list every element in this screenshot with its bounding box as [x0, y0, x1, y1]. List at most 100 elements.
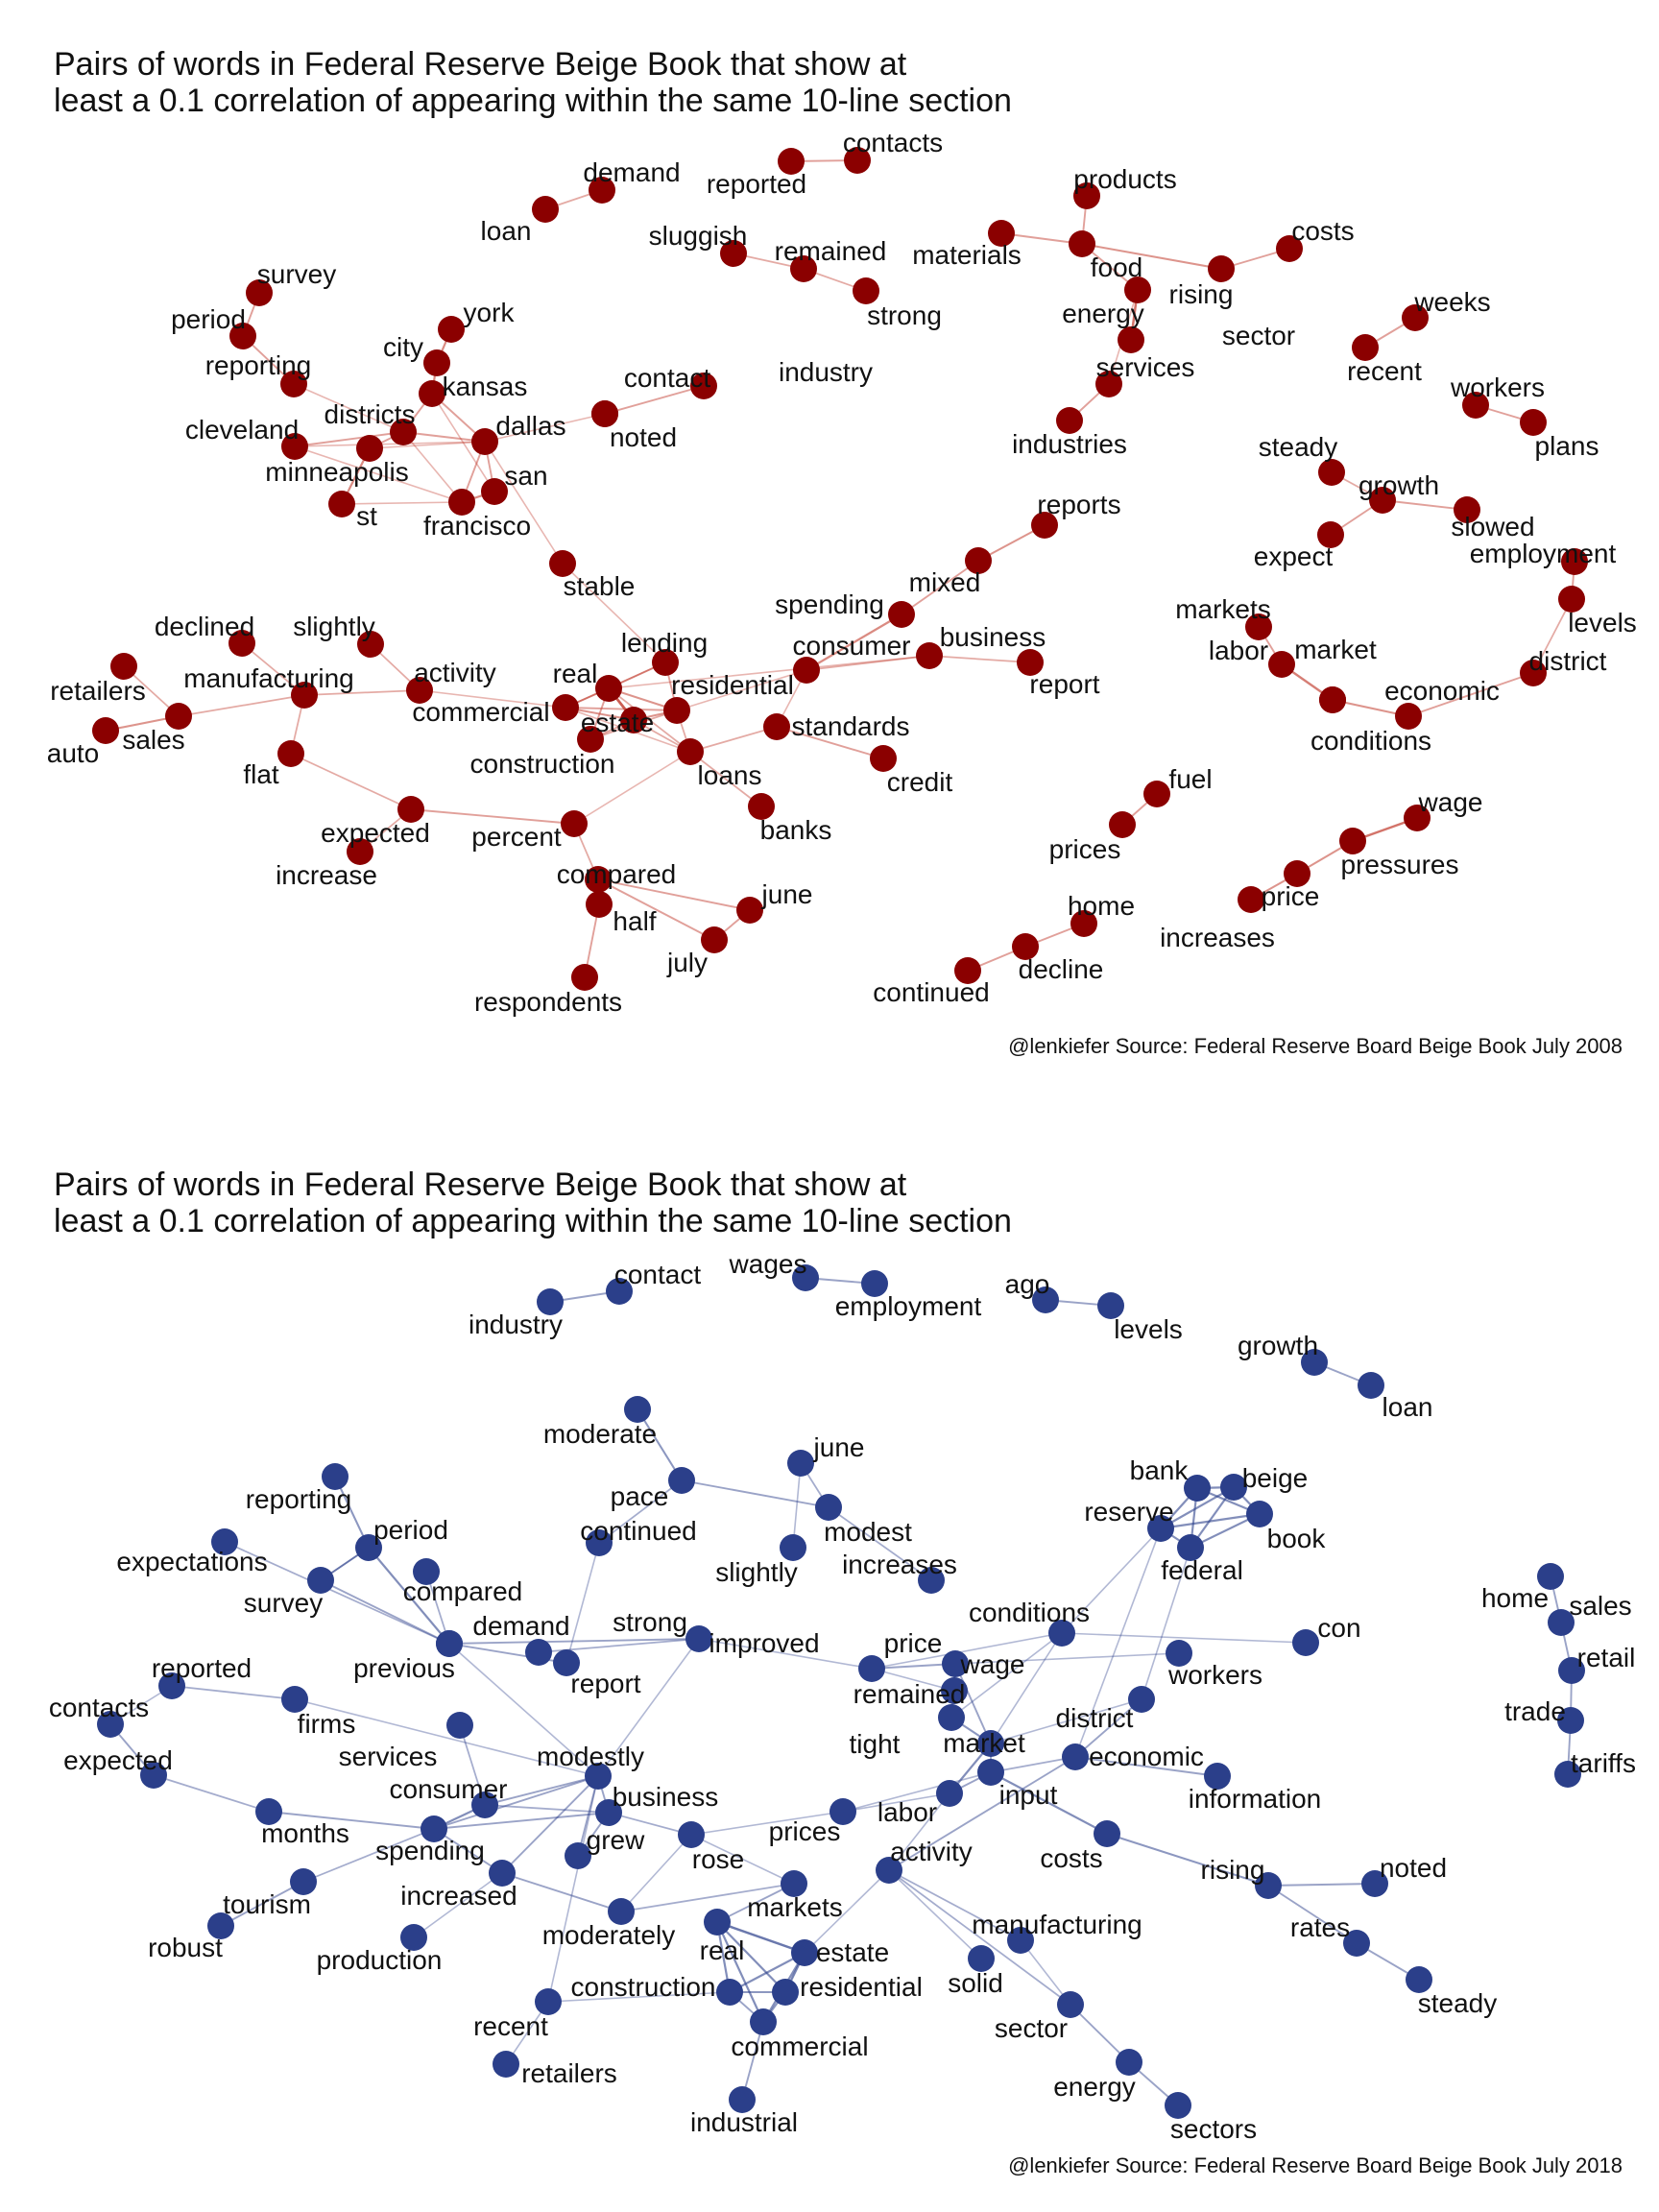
node-label-input: input — [999, 1780, 1058, 1810]
node-label-activity: activity — [890, 1837, 973, 1866]
node-label-remained: remained — [854, 1679, 966, 1709]
node-real — [704, 1909, 731, 1936]
node-tariffs — [1554, 1761, 1581, 1788]
node-label-increase: increase — [276, 860, 377, 890]
node-label-survey: survey — [244, 1588, 323, 1618]
edge-firms-modestly — [294, 1698, 599, 1777]
node-home — [1537, 1563, 1564, 1590]
node-plans — [1520, 409, 1547, 436]
node-label-conditions: conditions — [969, 1598, 1090, 1627]
node-strong — [525, 1639, 552, 1666]
edge-market-district — [990, 1698, 1142, 1744]
edge-activity-solid — [888, 1869, 982, 1960]
edge-dallas-minneapolis — [369, 441, 486, 449]
node-label-bank: bank — [1130, 1455, 1190, 1485]
node-label-demand: demand — [583, 157, 680, 187]
node-label-spending: spending — [775, 589, 884, 619]
node-label-increases: increases — [1160, 923, 1275, 952]
edge-modestly-recent — [547, 1775, 599, 2003]
node-label-reported: reported — [707, 169, 806, 199]
node-levels — [1097, 1292, 1124, 1319]
node-ago — [1032, 1286, 1059, 1313]
node-production — [400, 1924, 427, 1951]
node-label-francisco: francisco — [423, 511, 531, 541]
edge-districts-cleveland — [294, 431, 404, 447]
node-products — [1073, 182, 1100, 209]
node-label-decline: decline — [1019, 954, 1104, 984]
node-pressures — [1339, 828, 1366, 854]
edge-activity-commercial — [419, 689, 566, 709]
node-workers — [1166, 1640, 1192, 1667]
node-label-rates: rates — [1290, 1912, 1350, 1942]
node-layer — [97, 1264, 1585, 2119]
node-label-home: home — [1068, 891, 1135, 921]
node-tourism — [290, 1868, 317, 1895]
edge-economic-activity — [888, 1756, 1076, 1871]
node-activity — [876, 1857, 902, 1884]
edge-price-remained — [871, 1668, 955, 1692]
edge-rising-noted — [1267, 1883, 1376, 1887]
edge-pace-modest — [681, 1479, 830, 1508]
node-label-banks: banks — [760, 815, 832, 845]
node-june — [736, 897, 763, 924]
node-label-reporting: reporting — [205, 350, 312, 380]
node-estate — [791, 1939, 818, 1966]
edge-increased-production — [413, 1872, 503, 1938]
edge-reported-firms — [171, 1685, 296, 1700]
node-label-economic: economic — [1089, 1742, 1204, 1771]
node-food — [1069, 230, 1095, 257]
edge-costs-rising — [1106, 1833, 1269, 1887]
node-label-costs: costs — [1040, 1843, 1102, 1873]
node-label-construction: construction — [470, 749, 615, 779]
edge-markets-real — [716, 1883, 795, 1923]
node-label-residential: residential — [671, 670, 794, 700]
edge-districts-francisco — [402, 431, 463, 503]
node-label-industry: industry — [469, 1310, 563, 1339]
node-label-information: information — [1189, 1784, 1322, 1814]
node-stable — [549, 550, 576, 577]
node-label-loan: loan — [1382, 1392, 1433, 1422]
node-workers — [1462, 392, 1489, 419]
node-label-improved: improved — [709, 1628, 819, 1658]
edge-stable-lending — [562, 563, 666, 663]
edge-input-costs — [990, 1771, 1108, 1835]
node-standards — [763, 713, 790, 740]
node-label-half: half — [613, 906, 656, 936]
node-loans — [677, 738, 704, 765]
node-label-workers: workers — [1450, 373, 1545, 402]
node-construction — [577, 726, 604, 753]
edge-manufacturing-sector — [1020, 1939, 1071, 2006]
node-label-estate: estate — [816, 1937, 889, 1967]
node-label-slightly: slightly — [715, 1557, 798, 1587]
node-june — [787, 1450, 814, 1477]
edge-estate-construction — [729, 1952, 805, 1993]
edge-modestly-grew — [577, 1775, 599, 1857]
edge-activity-manufacturing — [888, 1869, 1022, 1941]
node-label-noted: noted — [610, 422, 677, 452]
node-label-production: production — [317, 1945, 443, 1975]
node-employment — [861, 1270, 888, 1297]
edge-loans-standards — [689, 726, 778, 753]
edge-rose-markets — [690, 1834, 795, 1885]
edge-wage-market — [954, 1663, 992, 1744]
node-survey — [307, 1567, 334, 1594]
node-market — [977, 1730, 1004, 1757]
edge-dallas-contact — [484, 413, 606, 443]
edge-survey-demand — [320, 1579, 450, 1645]
node-label-remained: remained — [775, 236, 887, 266]
node-industry — [537, 1288, 564, 1315]
node-label-prices: prices — [769, 1816, 841, 1846]
node-label-steady: steady — [1418, 1988, 1498, 2018]
node-label-dallas: dallas — [495, 411, 565, 441]
edge-cleveland-francisco — [294, 445, 463, 503]
node-label-rising: rising — [1201, 1855, 1265, 1885]
edge-recent-construction — [547, 1991, 731, 2003]
node-label-growth: growth — [1238, 1331, 1318, 1360]
node-label-st: st — [356, 501, 377, 531]
node-label-wage: wage — [960, 1649, 1025, 1679]
node-industry — [690, 373, 717, 399]
node-economic — [1395, 703, 1422, 730]
edge-district-economic — [1074, 1698, 1142, 1758]
